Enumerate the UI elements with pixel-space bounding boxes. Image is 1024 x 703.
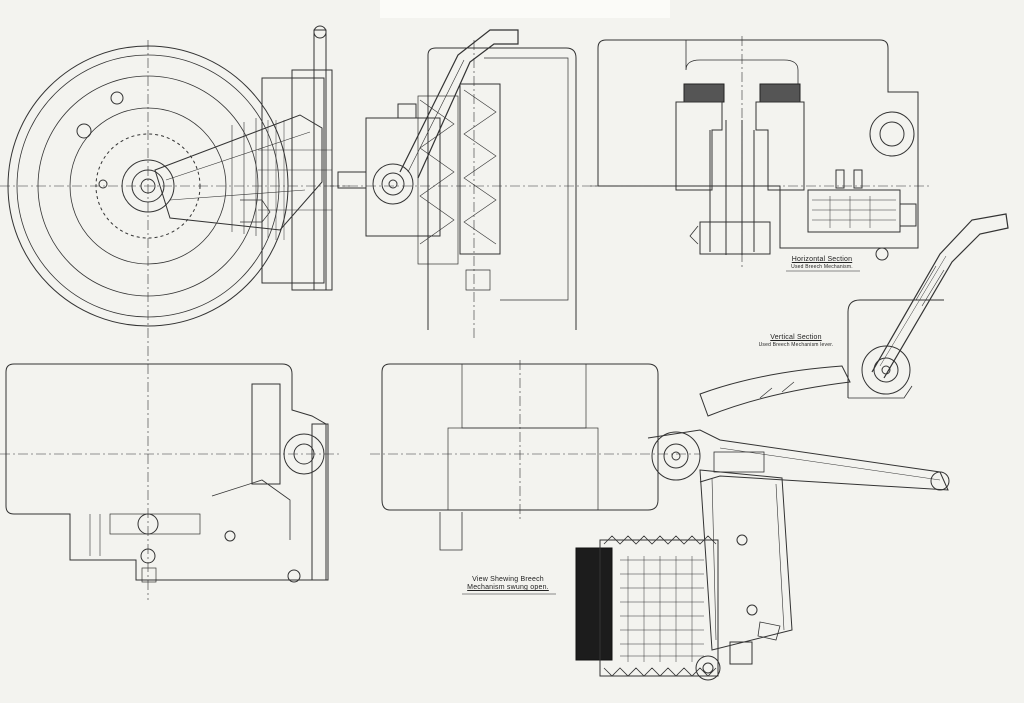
front-view-wheel	[0, 25, 350, 600]
horizontal-section-view	[590, 36, 930, 270]
caption-rules	[462, 270, 860, 595]
swung-open-caption-line2: Mechanism swung open.	[467, 584, 549, 591]
vertical-section-title: Vertical Section	[770, 334, 822, 341]
vertical-section-caption: Vertical Section Used Breech Mechanism l…	[734, 334, 858, 348]
swung-open-caption: View Shewing Breech Mechanism swung open…	[448, 576, 568, 592]
vertical-section-view	[699, 213, 1009, 417]
horizontal-section-title: Horizontal Section	[791, 256, 853, 263]
swung-open-view	[370, 360, 950, 681]
vertical-section-subtitle: Used Breech Mechanism lever.	[758, 342, 834, 348]
breech-side-view	[330, 29, 600, 340]
horizontal-section-subtitle: Used Breech Mechanism.	[791, 264, 853, 270]
swung-open-caption-line1: View Shewing Breech	[472, 576, 544, 583]
plan-view-left	[0, 363, 340, 583]
horizontal-section-caption: Horizontal Section Used Breech Mechanism…	[770, 256, 874, 270]
